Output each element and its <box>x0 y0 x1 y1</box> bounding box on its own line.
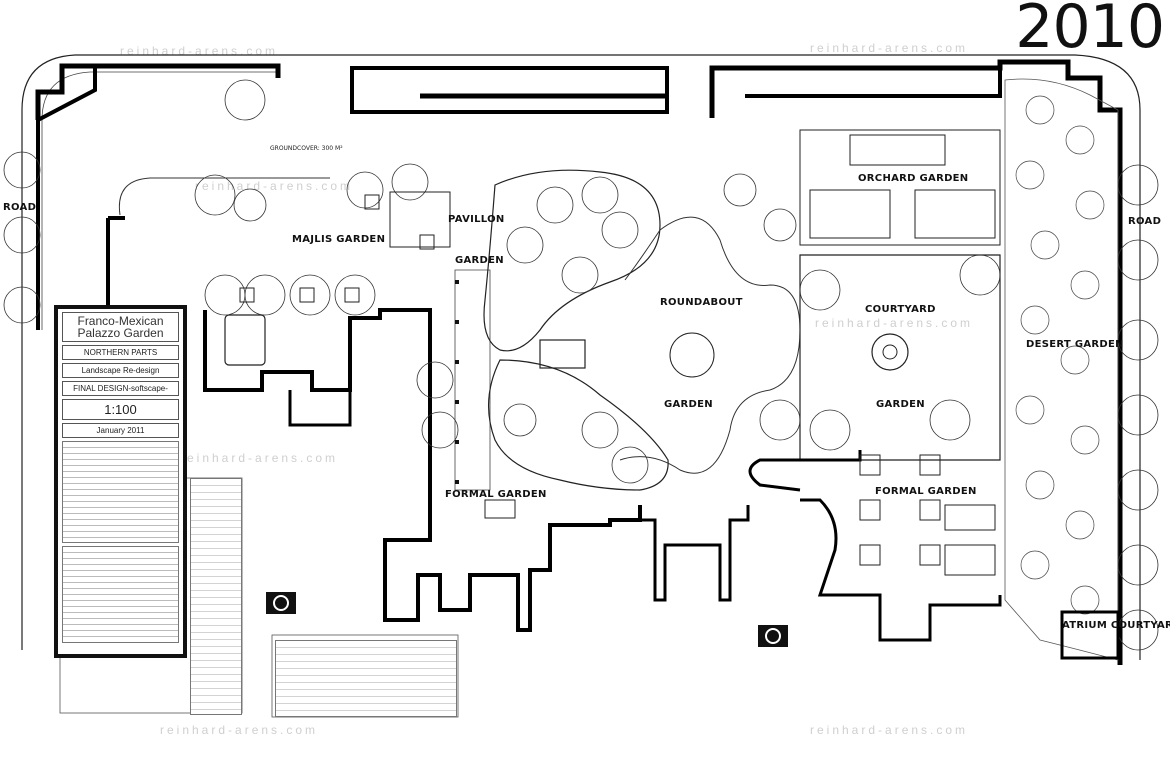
label-formal-garden-left: FORMAL GARDEN <box>445 489 547 500</box>
road-trees-left <box>3 151 41 324</box>
plant-schedule-table <box>190 478 242 715</box>
label-road-left: ROAD <box>3 202 36 213</box>
formal-garden-pavilion <box>638 505 750 602</box>
desert-garden-zone <box>1004 78 1119 661</box>
wall-top-left-inner <box>36 66 97 330</box>
label-courtyard-garden: GARDEN <box>876 399 925 410</box>
label-majlis-garden: MAJLIS GARDEN <box>292 234 385 245</box>
label-desert-garden: DESERT GARDEN <box>1026 339 1124 350</box>
roundabout-outline <box>619 216 801 474</box>
label-courtyard: COURTYARD <box>865 304 936 315</box>
label-formal-garden-right: FORMAL GARDEN <box>875 486 977 497</box>
label-roundabout-garden: GARDEN <box>664 399 713 410</box>
orchard-planters <box>809 134 996 239</box>
wall-top-left <box>35 63 281 120</box>
watermark-bottom-left: reinhard-arens.com <box>160 723 318 737</box>
watermark-top-left: reinhard-arens.com <box>120 44 278 58</box>
label-orchard-garden: ORCHARD GARDEN <box>858 173 968 184</box>
courtyard-outline <box>799 254 1001 461</box>
watermark-lower-left: reinhard-arens.com <box>180 451 338 465</box>
majlis-building <box>106 216 642 632</box>
garden-trees <box>416 173 1001 484</box>
title-scale: 1:100 <box>62 399 179 420</box>
watermark-bottom-right: reinhard-arens.com <box>810 723 968 737</box>
label-roundabout: ROUNDABOUT <box>660 297 743 308</box>
central-garden-columns <box>455 280 459 484</box>
road-trees-right <box>1117 164 1159 651</box>
pavillon-block <box>389 191 451 248</box>
watermark-mid-right: reinhard-arens.com <box>815 316 973 330</box>
plant-schedule-bottom-frame <box>271 634 459 718</box>
firm-logo-right <box>758 625 788 647</box>
wall-top-middle <box>350 66 669 114</box>
label-atrium-courtyard: ATRIUM COURTYARD <box>1062 620 1170 631</box>
courtyard-fountain-inner <box>882 344 898 360</box>
formal-garden-pool <box>484 499 516 519</box>
orchard-garden-block <box>799 129 1001 246</box>
label-garden-central: GARDEN <box>455 255 504 266</box>
roundabout-center <box>669 332 715 378</box>
site-boundary <box>21 54 1141 660</box>
desert-garden-plants <box>1015 95 1105 615</box>
title-date: January 2011 <box>62 423 179 438</box>
atrium-courtyard-outline <box>1060 610 1120 660</box>
majlis-pool <box>224 314 266 366</box>
majlis-planters <box>239 194 435 303</box>
label-road-right: ROAD <box>1128 216 1161 227</box>
majlis-annex <box>288 390 352 427</box>
wall-top-right <box>709 59 1123 665</box>
title-stage: FINAL DESIGN-softscape- <box>62 381 179 396</box>
title-area: NORTHERN PARTS <box>62 345 179 360</box>
garden-bed-lower <box>488 359 669 491</box>
title-notes <box>62 441 179 543</box>
label-pavillon: PAVILLON <box>448 214 505 225</box>
watermark-top-right: reinhard-arens.com <box>810 41 968 55</box>
courtyard-fountain <box>871 333 909 371</box>
formal-garden-planters <box>859 454 996 576</box>
majlis-trees <box>194 79 429 316</box>
watermark-mid-left: reinhard-arens.com <box>195 179 353 193</box>
wall-top-right-band <box>745 65 1002 98</box>
title-project: Franco-Mexican Palazzo Garden <box>62 312 179 342</box>
year-label: 2010 <box>1015 0 1165 62</box>
title-block: Franco-Mexican Palazzo Garden NORTHERN P… <box>54 305 187 658</box>
majlis-path <box>118 177 330 216</box>
title-revisions <box>62 546 179 643</box>
central-garden-border <box>454 269 491 491</box>
garden-water-feature <box>539 339 586 369</box>
title-subtitle: Landscape Re-design <box>62 363 179 378</box>
firm-logo-left <box>266 592 296 614</box>
label-groundcover: GROUNDCOVER: 300 M² <box>270 145 343 152</box>
plant-schedule-table-2 <box>275 640 457 717</box>
garden-bed-upper <box>483 169 661 352</box>
east-building <box>748 450 1002 642</box>
